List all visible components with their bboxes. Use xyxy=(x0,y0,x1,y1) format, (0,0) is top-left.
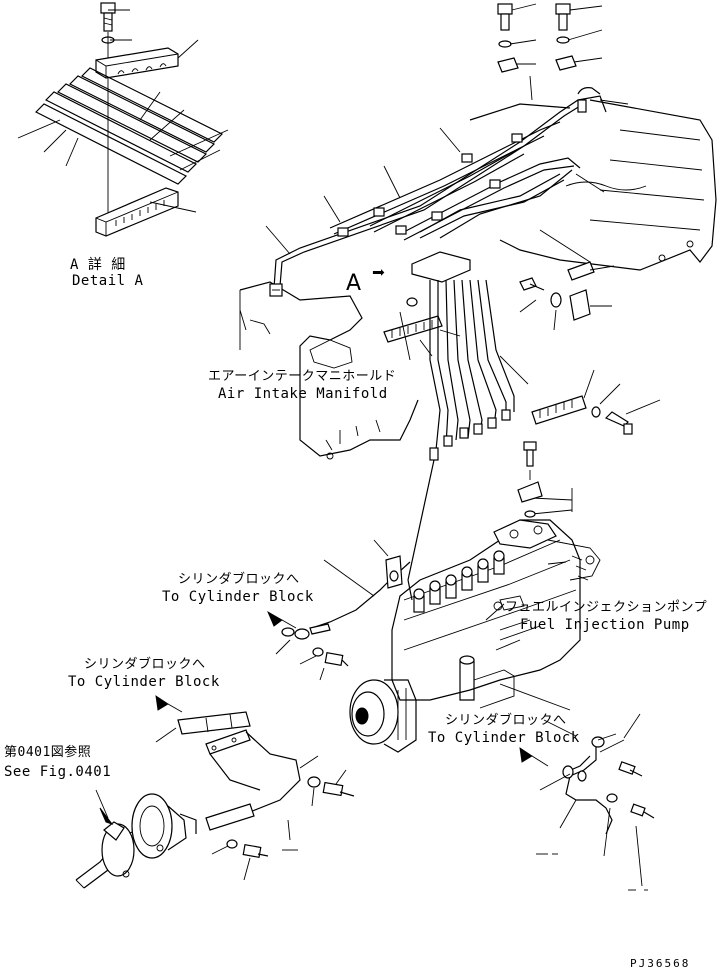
pipe-to-cylinder-right xyxy=(499,683,655,887)
detail-a-assembly xyxy=(17,2,229,237)
to-cylinder-block-3-jp: シリンダブロックへ xyxy=(445,713,567,728)
intake-manifold-en-label: Air Intake Manifold xyxy=(218,386,388,402)
injection-pipes xyxy=(269,87,607,297)
see-fig-jp-label: 第0401図参照 xyxy=(4,745,92,760)
drawing-id: PJ36568 xyxy=(630,957,691,970)
detail-a-en-label: Detail A xyxy=(72,273,144,289)
detail-a-jp-label: A 詳 細 xyxy=(70,257,126,273)
upper-bolts xyxy=(265,3,629,255)
fuel-pump-jp-label: フュエルインジェクションポンプ xyxy=(505,600,708,615)
to-cylinder-block-2-en: To Cylinder Block xyxy=(68,674,220,690)
to-cylinder-block-2-jp: シリンダブロックへ xyxy=(84,657,206,672)
intake-manifold-jp-label: エアーインテークマニホールド xyxy=(208,369,397,384)
pump-top-bolt xyxy=(517,441,543,518)
mid-right-bolts xyxy=(499,229,661,435)
engine-block xyxy=(469,99,717,271)
vertical-pipe-bundle xyxy=(399,279,515,601)
to-cylinder-block-3-en: To Cylinder Block xyxy=(428,730,580,746)
fuel-injection-pump xyxy=(349,519,601,753)
detail-a-lower-clamp xyxy=(95,187,179,237)
fuel-pump-en-label: Fuel Injection Pump xyxy=(520,617,690,633)
to-cylinder-block-1-en: To Cylinder Block xyxy=(162,589,314,605)
bracket-assembly xyxy=(155,695,355,881)
detail-a-pipes xyxy=(34,67,224,185)
view-a-label: A xyxy=(346,271,362,296)
pipe-to-cylinder-left xyxy=(267,539,411,681)
detail-a-leaders xyxy=(17,9,229,213)
pump-leaders xyxy=(485,470,573,651)
manifold-hardware xyxy=(383,251,471,357)
arrow-right-icon: ➡ xyxy=(372,261,386,286)
intake-manifold xyxy=(239,281,419,460)
misc-dashes xyxy=(282,849,648,891)
see-fig-en-label: See Fig.0401 xyxy=(4,764,112,780)
drive-shaft-part xyxy=(75,789,197,889)
to-cylinder-block-1-jp: シリンダブロックへ xyxy=(178,572,300,587)
